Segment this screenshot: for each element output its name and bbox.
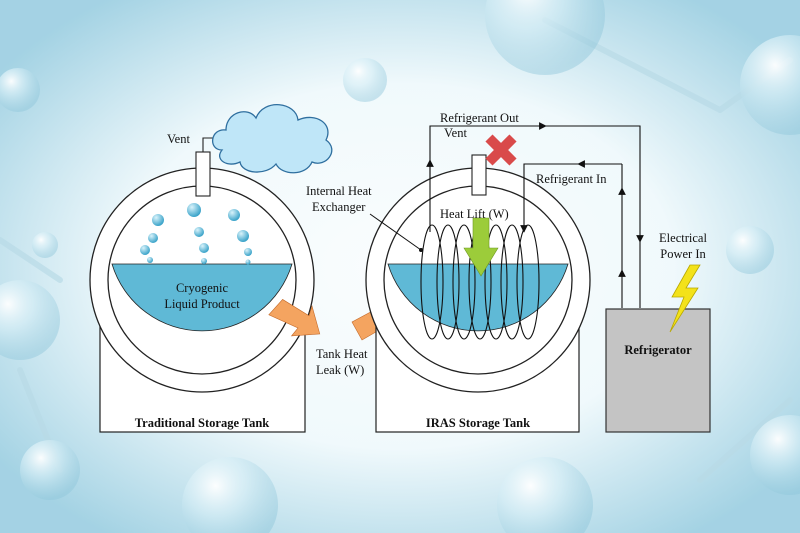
cryogenic-liquid [111, 263, 293, 332]
heat-lift-arrow [463, 217, 499, 277]
refrigerator-box [605, 308, 711, 433]
heat-leak-label-line2: Leak (W) [316, 363, 364, 377]
boil-off-droplets [140, 203, 252, 265]
refrigerant-out-return [546, 125, 644, 243]
refrigerator-label: Refrigerator [624, 343, 692, 357]
droplet [187, 203, 201, 217]
bubble-decoration [20, 440, 80, 500]
heat-leak-label-line1: Tank Heat [316, 347, 368, 361]
droplet [140, 245, 150, 255]
droplet [148, 233, 158, 243]
bubble-decoration [497, 457, 593, 533]
refrigerant-in-label: Refrigerant In [536, 172, 607, 186]
refrigerant-out-label: Refrigerant Out [440, 111, 519, 125]
droplet [152, 214, 164, 226]
internal-hx-label-line1: Internal Heat [306, 184, 372, 198]
electrical-label-line1: Electrical [659, 231, 707, 245]
vent-pipe-elbow [202, 137, 215, 152]
bubble-decoration [0, 280, 60, 360]
heat-lift-label: Heat Lift (W) [440, 207, 509, 221]
droplet [147, 257, 153, 263]
heat-leak-arrow-left [268, 299, 321, 337]
refrigerant-piping [426, 122, 644, 308]
droplet [228, 209, 240, 221]
bubble-decoration [182, 457, 278, 533]
refrigerant-in-drop [520, 163, 578, 233]
heat-exchanger-pointer-dot [419, 248, 423, 252]
bubble-decoration [726, 226, 774, 274]
vent-pipe-left [195, 151, 211, 197]
droplet [244, 248, 252, 256]
refrigerant-out-pipe [429, 122, 547, 232]
bubble-decoration [485, 0, 605, 75]
bubble-decoration [740, 35, 800, 135]
lightning-icon [669, 264, 701, 333]
vent-label-right: Vent [444, 126, 467, 140]
bubble-decoration [0, 68, 40, 112]
droplet [194, 227, 204, 237]
iras-storage-tank: Vent Heat Lift (W) IRAS Storage Tank [365, 126, 591, 433]
traditional-tank-label: Traditional Storage Tank [135, 416, 270, 430]
cloud-icon [212, 104, 333, 174]
cryogenic-label-line2: Liquid Product [164, 297, 240, 311]
iras-tank-label: IRAS Storage Tank [426, 416, 530, 430]
vent-blocked-icon [485, 134, 517, 166]
vent-pipe-right [471, 154, 487, 196]
internal-hx-label-line2: Exchanger [312, 200, 366, 214]
vent-label-left: Vent [167, 132, 190, 146]
bubble-decoration [343, 58, 387, 102]
traditional-storage-tank: Vent Cryogenic Liquid Product Traditiona… [89, 104, 333, 433]
droplet [201, 258, 207, 264]
droplet [245, 259, 251, 265]
cryogenic-label-line1: Cryogenic [176, 281, 229, 295]
droplet [237, 230, 249, 242]
bubble-decoration [750, 415, 800, 495]
bubble-decoration [32, 232, 58, 258]
electrical-label-line2: Power In [660, 247, 706, 261]
droplet [199, 243, 209, 253]
heat-exchanger-pointer [369, 213, 422, 251]
